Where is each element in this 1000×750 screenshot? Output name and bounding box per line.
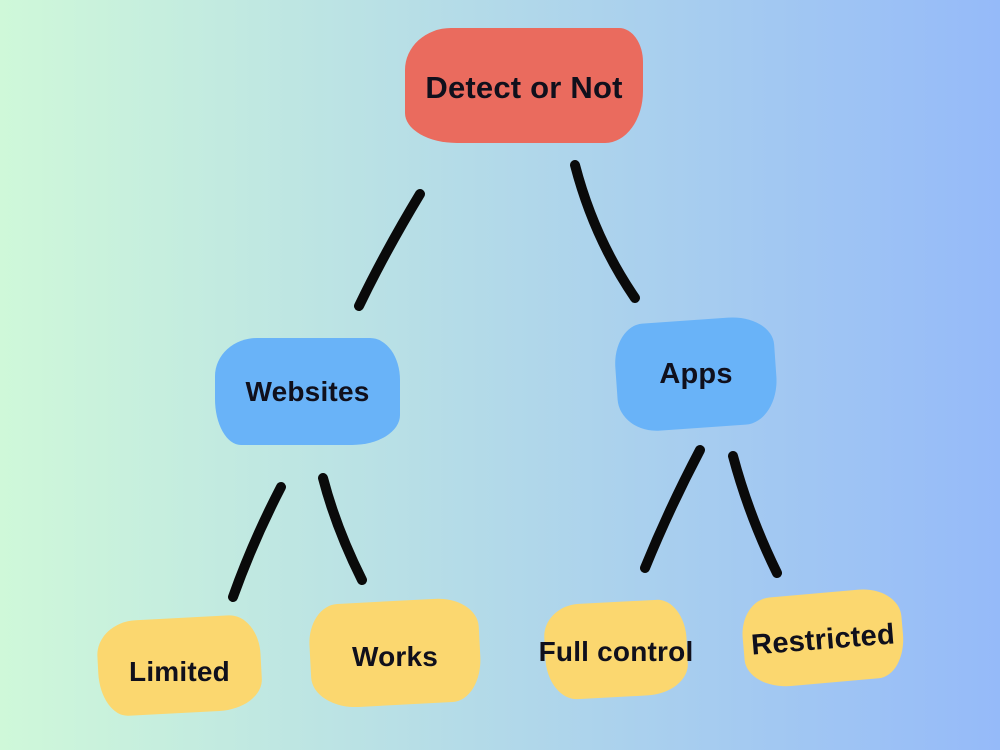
edge-root-apps — [570, 160, 640, 303]
node-detect-or-not: Detect or Not — [405, 28, 643, 143]
node-apps-label: Apps — [659, 357, 733, 390]
node-websites-label: Websites — [245, 375, 370, 407]
node-works-label: Works — [351, 641, 439, 672]
edge-apps-full-control — [640, 445, 705, 573]
node-full-control-label: Full control — [538, 636, 694, 667]
node-detect-or-not-shape — [405, 28, 643, 143]
edge-apps-restricted — [728, 451, 782, 578]
node-websites: Websites — [215, 338, 400, 445]
edge-websites-limited — [228, 482, 286, 602]
node-limited: Limited — [95, 613, 264, 718]
node-detect-or-not-label: Detect or Not — [425, 70, 623, 105]
edge-websites-works — [318, 473, 367, 585]
node-apps: Apps — [612, 314, 780, 434]
edge-root-websites — [354, 189, 425, 311]
node-restricted: Restricted — [739, 586, 907, 690]
node-limited-label: Limited — [129, 655, 230, 687]
node-works: Works — [307, 596, 483, 710]
node-full-control: Full control — [539, 598, 693, 701]
node-websites-shape — [215, 338, 400, 445]
